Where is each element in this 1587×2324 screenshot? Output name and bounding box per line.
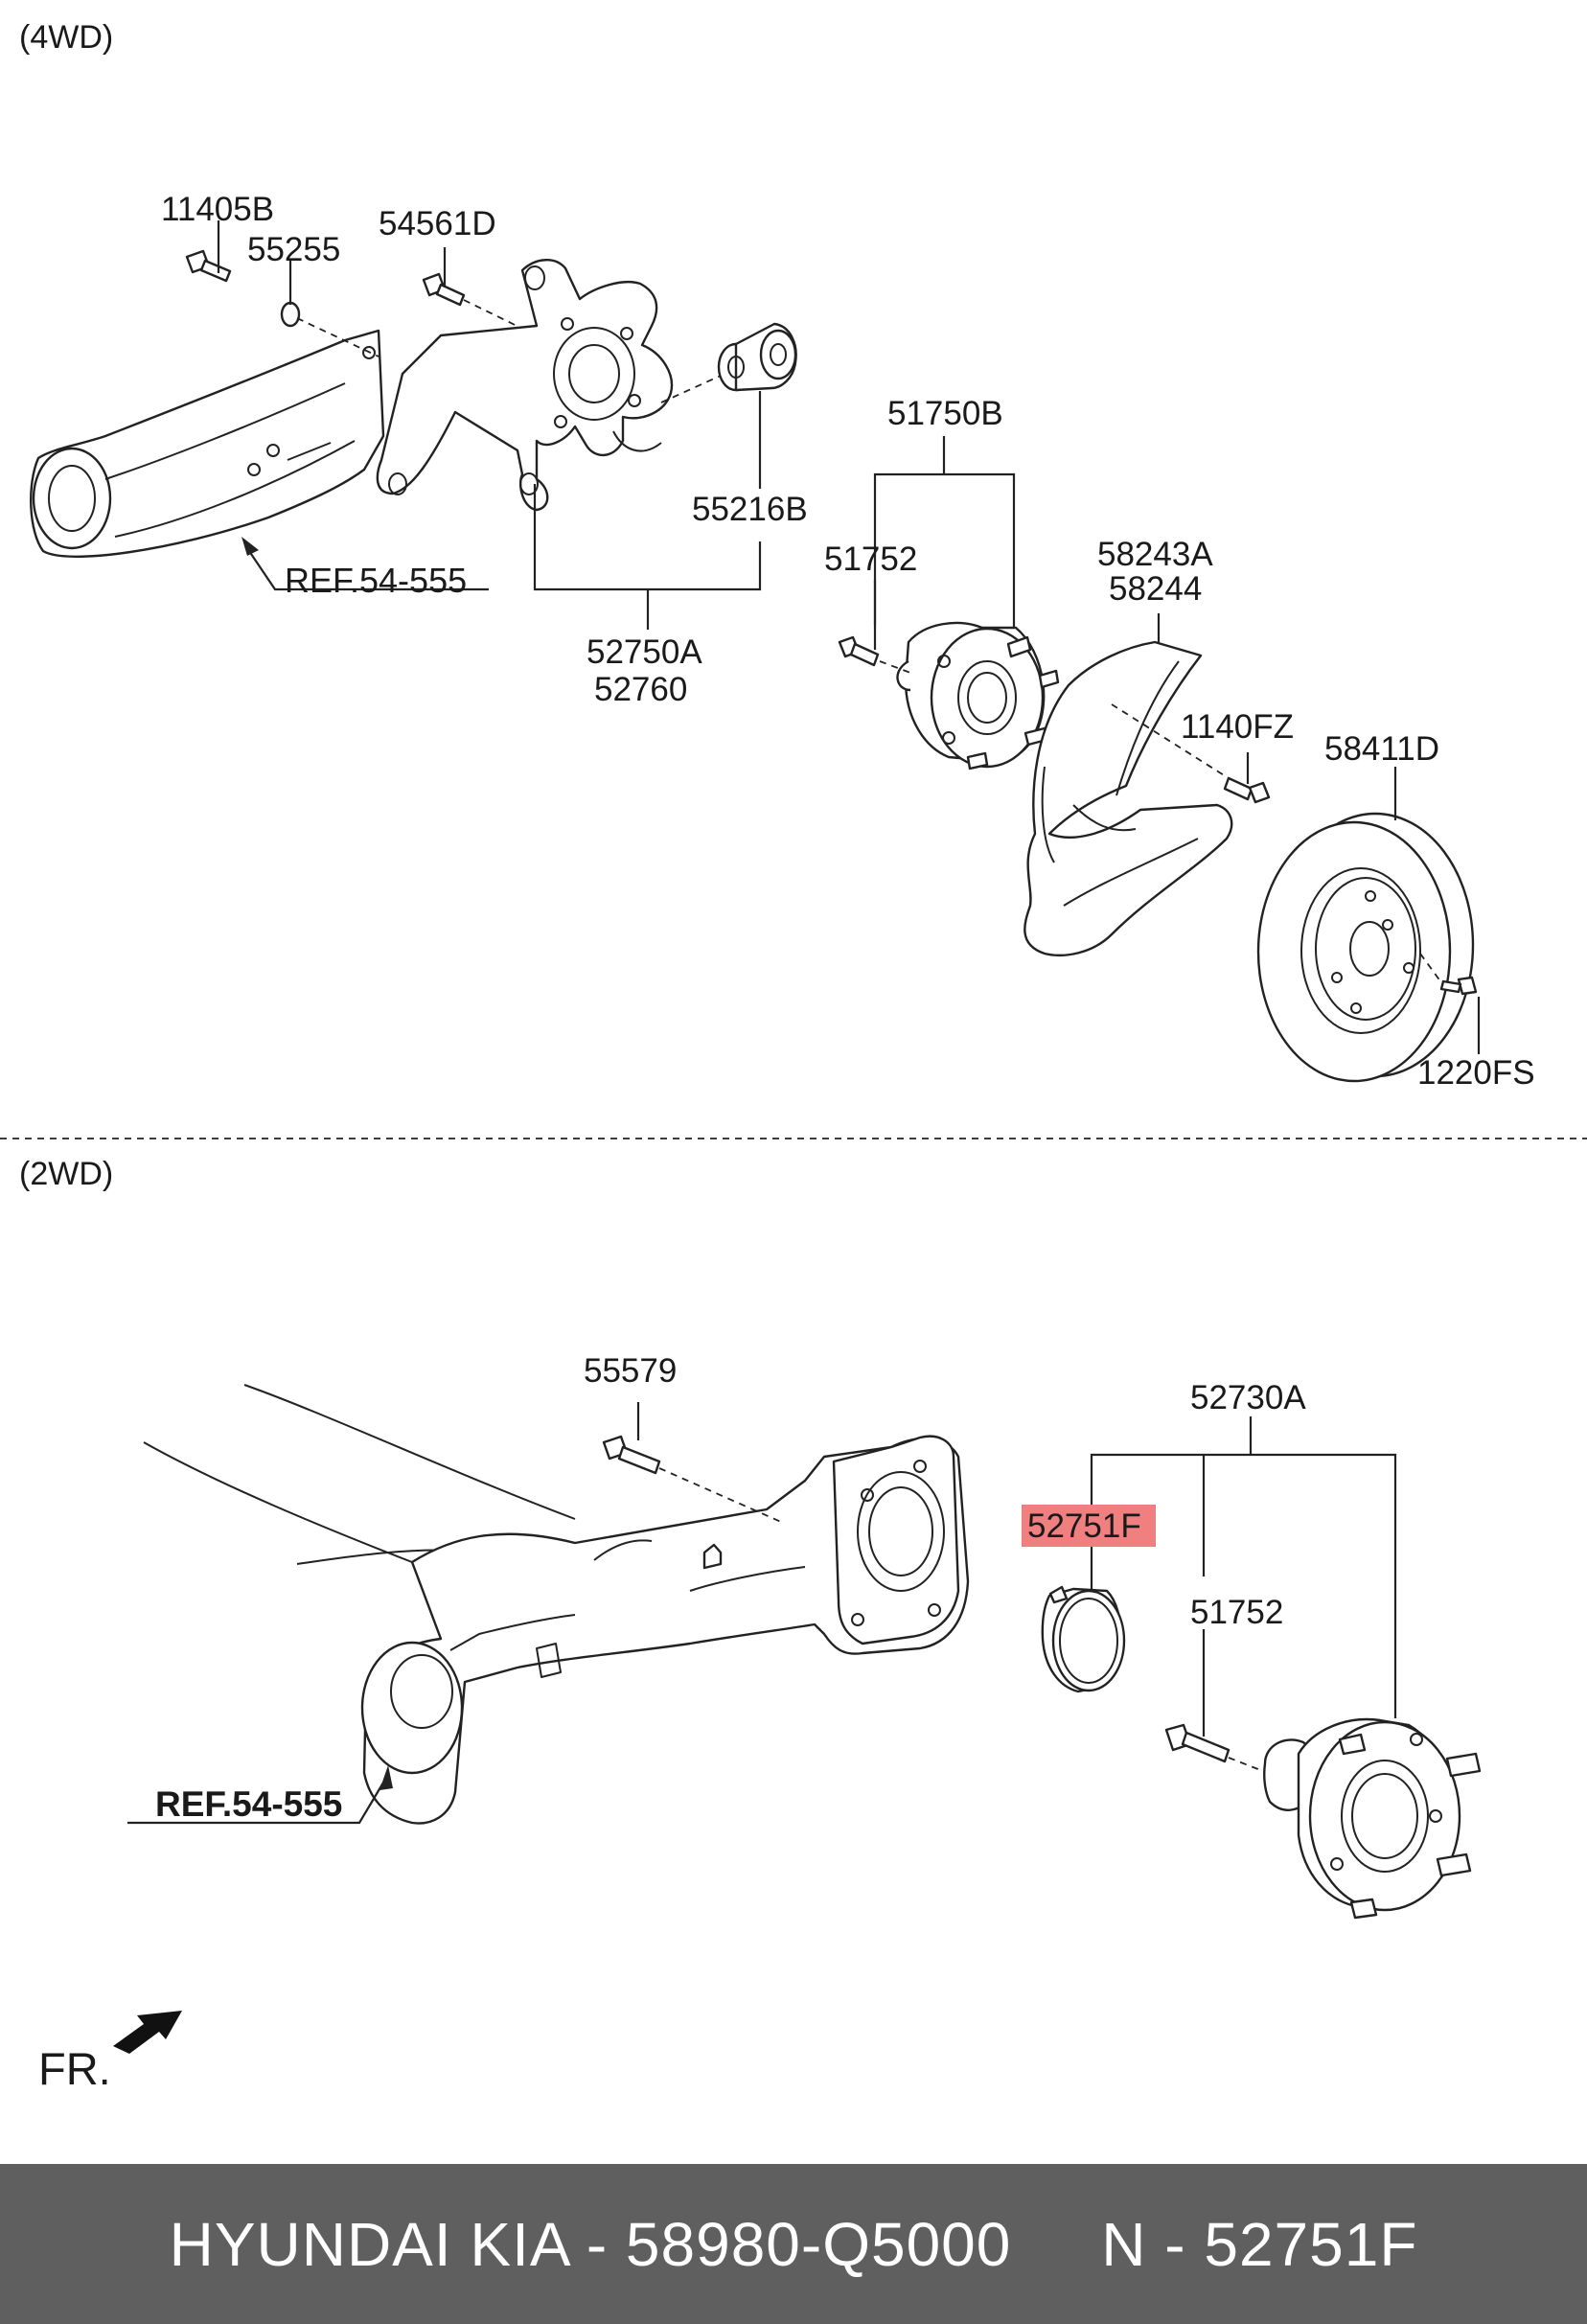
footer-bar: HYUNDAI KIA - 58980-Q5000 N - 52751F <box>0 2164 1587 2324</box>
leader-52730a-bracket <box>1090 1453 1397 1718</box>
parts-diagram: (4WD) (2WD) <box>0 19 1587 2094</box>
label-11405b: 11405B <box>161 191 274 228</box>
label-54561d: 54561D <box>379 205 496 242</box>
label-55579: 55579 <box>584 1352 677 1390</box>
hub-cap-52751f <box>1041 1585 1126 1693</box>
bolt-54561d <box>422 272 466 307</box>
direction-label: FR. <box>38 2043 111 2094</box>
footer-text: HYUNDAI KIA - 58980-Q5000 N - 52751F <box>170 2209 1418 2280</box>
label-58243a: 58243A <box>1097 536 1213 573</box>
label-52751f: 52751F <box>1027 1507 1141 1545</box>
footer-brand: HYUNDAI KIA <box>169 2209 569 2279</box>
label-1220fs: 1220FS <box>1417 1054 1535 1092</box>
label-52730a: 52730A <box>1190 1379 1306 1416</box>
bolt-1140fz <box>1223 776 1271 804</box>
label-1140fz: 1140FZ <box>1181 708 1294 746</box>
screw-1220fs <box>1439 976 1478 996</box>
label-52750a: 52750A <box>586 633 702 671</box>
bolt-51752-4wd <box>838 635 880 667</box>
arrow-ref-4wd <box>242 537 259 556</box>
bolt-55579 <box>602 1435 661 1475</box>
front-arrow-icon <box>113 2011 182 2054</box>
brake-disc-58411d <box>1256 812 1475 1083</box>
trailing-arm-4wd <box>30 329 385 558</box>
bolt-11405b <box>185 249 232 283</box>
leader-ref-4wd <box>248 550 489 591</box>
section-label-2wd: (2WD) <box>19 1156 113 1192</box>
torsion-beam-2wd <box>143 1384 970 1825</box>
footer-n-label: N - 52751F <box>1101 2209 1418 2279</box>
label-ref-2wd: REF.54-555 <box>155 1784 342 1824</box>
label-ref-4wd: REF.54-555 <box>285 561 467 600</box>
label-55216b: 55216B <box>692 491 808 528</box>
footer-separator: - <box>568 2209 626 2279</box>
label-52760: 52760 <box>594 671 687 708</box>
highlight-52751f <box>1022 1505 1156 1547</box>
label-51752-4wd: 51752 <box>824 541 917 578</box>
arrow-ref-2wd <box>380 1765 393 1790</box>
label-51750b: 51750B <box>887 395 1003 432</box>
leader-ref-2wd <box>127 1782 384 1825</box>
washer-55255 <box>280 301 301 328</box>
bolt-51752-2wd <box>1164 1723 1230 1763</box>
hub-bearing-51750b <box>896 621 1060 771</box>
bushing-55216b <box>717 322 797 392</box>
footer-gap <box>1011 2210 1101 2279</box>
label-58411d: 58411D <box>1324 730 1439 768</box>
label-58244: 58244 <box>1109 570 1202 608</box>
dust-shield-58243a <box>1024 640 1233 956</box>
label-51752-2wd: 51752 <box>1190 1594 1283 1631</box>
label-55255: 55255 <box>247 231 340 268</box>
hub-bearing-52730a <box>1263 1717 1482 1920</box>
carrier-knuckle-52750a <box>376 259 674 512</box>
footer-part-number: 58980-Q5000 <box>625 2209 1012 2279</box>
section-label-4wd: (4WD) <box>19 19 113 56</box>
